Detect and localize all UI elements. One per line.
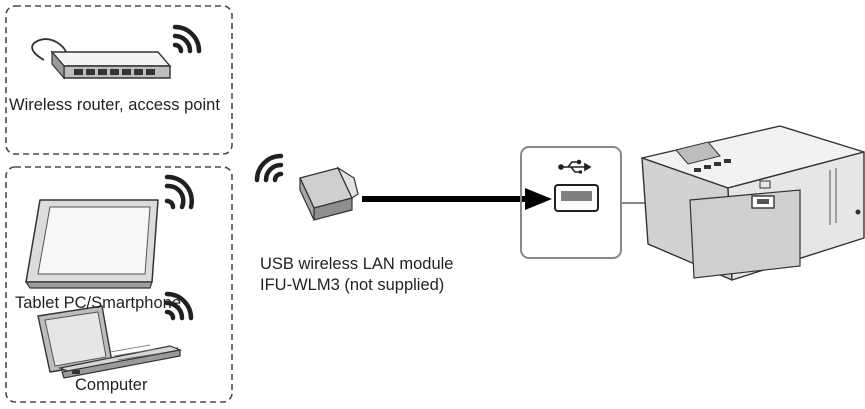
usb-module-icon bbox=[299, 166, 359, 221]
router-group-box bbox=[5, 5, 233, 155]
usb-module-wifi-icon bbox=[254, 153, 284, 183]
usb-module-label-line2: IFU-WLM3 (not supplied) bbox=[260, 276, 445, 294]
router-wifi-icon bbox=[172, 24, 202, 54]
connection-arrow bbox=[362, 188, 552, 210]
router-label: Wireless router, access point bbox=[9, 96, 220, 114]
computer-label: Computer bbox=[75, 376, 148, 394]
tablet-label: Tablet PC/Smartphone bbox=[15, 294, 182, 312]
usb-module-label: USB wireless LAN module IFU-WLM3 (not su… bbox=[260, 254, 454, 296]
usb-module-label-line1: USB wireless LAN module bbox=[260, 255, 454, 273]
usb-symbol-icon bbox=[558, 159, 592, 174]
tablet-wifi-icon bbox=[164, 174, 194, 210]
client-devices-group-box bbox=[5, 166, 233, 403]
router-icon bbox=[31, 38, 172, 80]
projector-icon bbox=[641, 125, 865, 281]
usb-port-icon bbox=[554, 184, 599, 212]
tablet-icon bbox=[24, 199, 159, 289]
laptop-icon bbox=[37, 305, 183, 379]
laptop-wifi-icon bbox=[164, 291, 194, 321]
